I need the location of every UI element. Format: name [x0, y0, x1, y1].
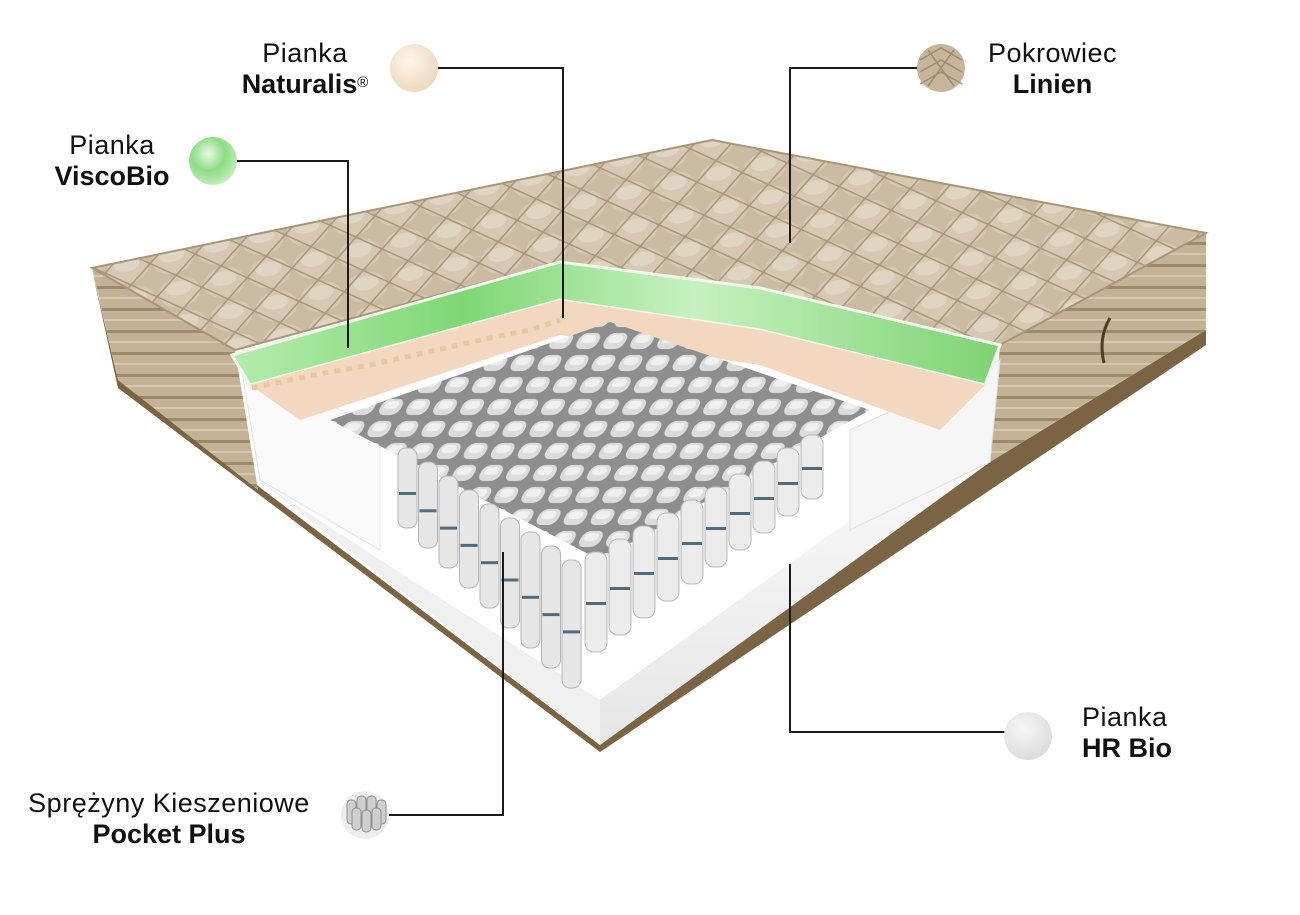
spring-coil	[500, 517, 520, 629]
spring-coil	[397, 447, 418, 529]
zipper-pull	[1100, 317, 1112, 364]
pocket-springs-top	[330, 322, 870, 560]
registered-mark: ®	[357, 74, 369, 91]
mattress-left-side	[92, 268, 258, 490]
pokrowiec-line1: Pokrowiec	[987, 38, 1118, 68]
leader-pocket	[388, 552, 504, 816]
spring-band	[563, 630, 580, 634]
hrbio-line2: HR Bio	[1082, 733, 1172, 763]
spring-band	[399, 492, 416, 495]
pocket-springs-swatch-icon	[341, 791, 389, 839]
spring-band	[706, 527, 726, 530]
viscobio-line2: ViscoBio	[54, 161, 170, 191]
leader-viscobio	[236, 160, 349, 348]
pokrowiec-swatch-icon	[917, 44, 965, 92]
viscobio-line1: Pianka	[69, 130, 155, 160]
pocket-line2: Pocket Plus	[92, 819, 246, 849]
spring-band	[610, 587, 630, 590]
viscobio-swatch-icon	[189, 137, 237, 185]
hrbio-line1: Pianka	[1082, 702, 1168, 732]
spring-band	[481, 561, 498, 565]
spring-band	[682, 542, 702, 545]
spring-band	[778, 482, 798, 485]
spring-band	[522, 595, 539, 599]
callout-pocket: Sprężyny Kieszeniowe Pocket Plus	[10, 788, 328, 850]
spring-coil	[479, 503, 500, 609]
mattress-right-side	[990, 233, 1206, 462]
leader-naturalis	[437, 67, 564, 318]
hr-bio-foam-floor	[258, 462, 990, 745]
spring-coil	[418, 461, 438, 549]
spring-coil	[520, 531, 541, 649]
spring-band	[634, 572, 654, 575]
spring-band	[501, 578, 519, 582]
pokrowiec-line2: Linien	[1012, 69, 1093, 99]
spring-band	[658, 557, 678, 560]
spring-band	[542, 613, 560, 617]
naturalis-line1: Pianka	[262, 38, 348, 68]
leader-pokrowiec	[789, 67, 918, 243]
spring-band	[440, 526, 457, 530]
pocket-line1: Sprężyny Kieszeniowe	[28, 788, 310, 818]
hrbio-swatch-icon	[1004, 712, 1052, 760]
callout-naturalis: Pianka Naturalis®	[190, 38, 420, 100]
spring-band	[730, 512, 750, 515]
spring-band	[802, 467, 822, 470]
pocket-springs-front	[397, 434, 824, 689]
spring-band	[754, 497, 774, 500]
spring-coil	[561, 559, 582, 689]
naturalis-swatch-icon	[390, 44, 438, 92]
callout-viscobio: Pianka ViscoBio	[40, 130, 184, 192]
spring-coil	[438, 475, 459, 569]
spring-band	[419, 509, 437, 513]
leader-hrbio	[789, 564, 1005, 733]
callout-pokrowiec: Pokrowiec Linien	[960, 38, 1145, 100]
naturalis-line2: Naturalis	[241, 69, 358, 99]
spring-band	[460, 543, 478, 547]
spring-coil	[541, 545, 561, 669]
callout-hrbio: Pianka HR Bio	[1082, 702, 1232, 764]
spring-band	[586, 602, 606, 605]
hr-bio-foam-front	[258, 480, 600, 745]
spring-coil	[459, 489, 479, 589]
